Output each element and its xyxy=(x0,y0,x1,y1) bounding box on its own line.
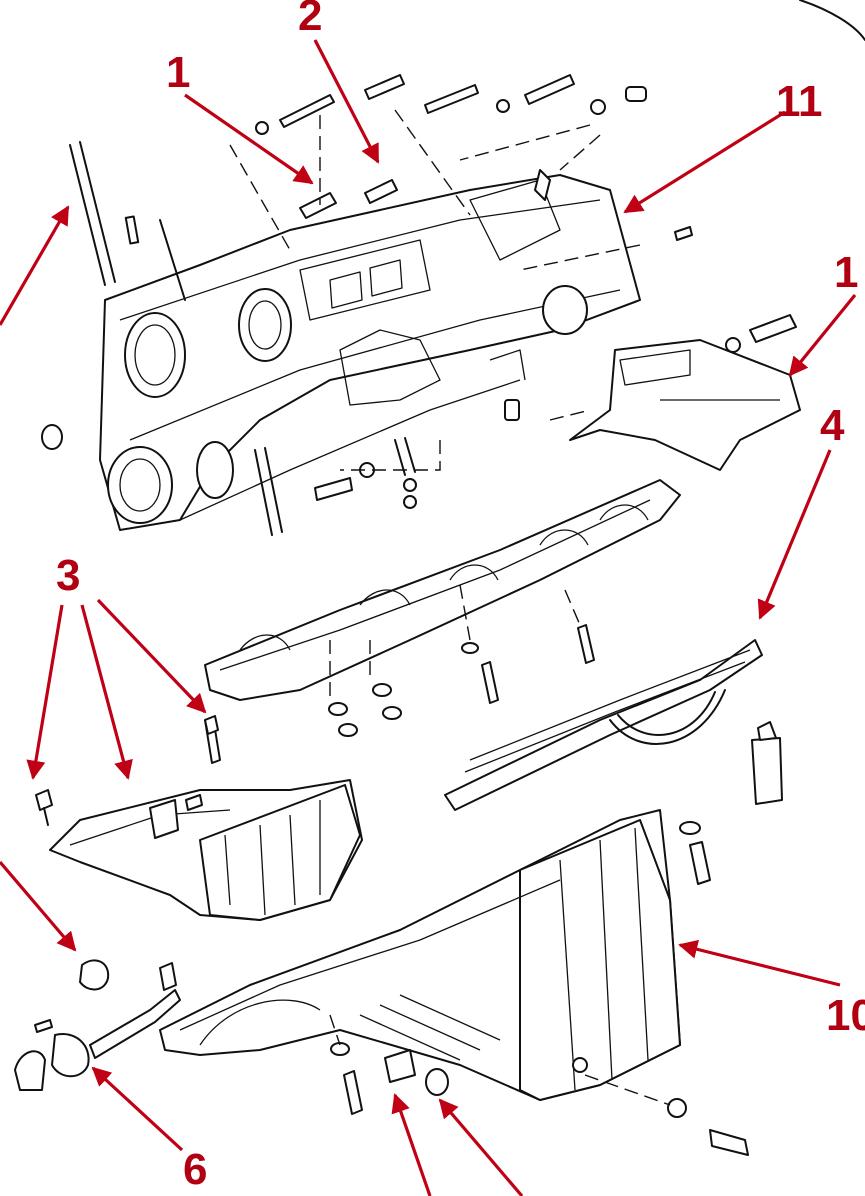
callout-1-top: 1 xyxy=(166,48,190,97)
upper-oil-pan xyxy=(35,715,363,921)
lower-oil-pan xyxy=(159,809,749,1156)
callout-4: 4 xyxy=(820,401,845,450)
callout-arrows xyxy=(0,39,857,1196)
sealant-tube xyxy=(751,721,783,805)
callout-10: 10 xyxy=(826,991,865,1040)
bracket-plate xyxy=(549,314,801,471)
callout-6: 6 xyxy=(183,1145,207,1194)
page-border-arc xyxy=(799,0,865,41)
callout-labels: 1 2 11 1 4 3 10 6 xyxy=(56,0,865,1194)
cylinder-head xyxy=(41,74,693,536)
callout-2: 2 xyxy=(298,0,322,40)
callout-1-right: 1 xyxy=(834,248,858,297)
callout-3: 3 xyxy=(56,551,80,600)
oil-pickup xyxy=(14,959,181,1091)
oil-pan-gasket xyxy=(444,639,763,811)
callout-11: 11 xyxy=(776,77,823,126)
